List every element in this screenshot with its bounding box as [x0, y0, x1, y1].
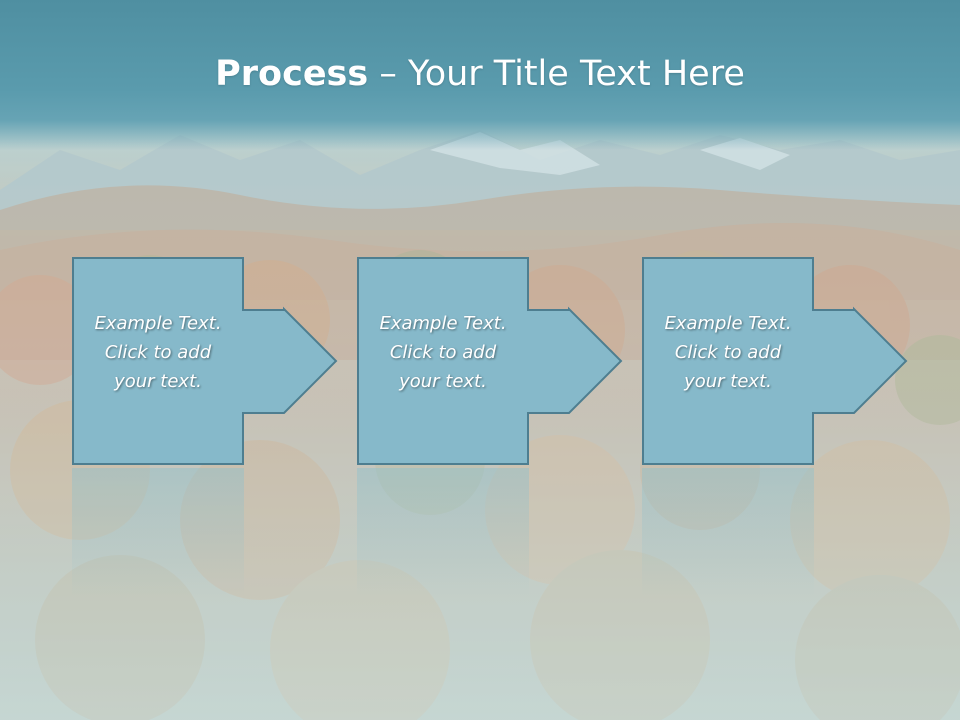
- step-text: Example Text. Click to add your text.: [74, 309, 242, 396]
- title-rest: – Your Title Text Here: [368, 54, 745, 94]
- step-line: Example Text.: [379, 313, 507, 334]
- right-arrow-icon: [642, 257, 908, 465]
- step-line: your text.: [684, 371, 772, 392]
- step-line: Click to add: [104, 342, 212, 363]
- step-line: Click to add: [389, 342, 497, 363]
- step-text: Example Text. Click to add your text.: [359, 309, 527, 396]
- right-arrow-icon: [357, 257, 623, 465]
- step-text: Example Text. Click to add your text.: [644, 309, 812, 396]
- step-line: Example Text.: [664, 313, 792, 334]
- title-bold: Process: [215, 54, 369, 94]
- process-step-1[interactable]: Example Text. Click to add your text.: [72, 257, 338, 465]
- slide-title[interactable]: Process – Your Title Text Here: [0, 52, 960, 96]
- process-step-3[interactable]: Example Text. Click to add your text.: [642, 257, 908, 465]
- step-line: your text.: [114, 371, 202, 392]
- step-line: Click to add: [674, 342, 782, 363]
- step-line: your text.: [399, 371, 487, 392]
- right-arrow-icon: [72, 257, 338, 465]
- process-step-2[interactable]: Example Text. Click to add your text.: [357, 257, 623, 465]
- title-band: [0, 0, 960, 150]
- step-line: Example Text.: [94, 313, 222, 334]
